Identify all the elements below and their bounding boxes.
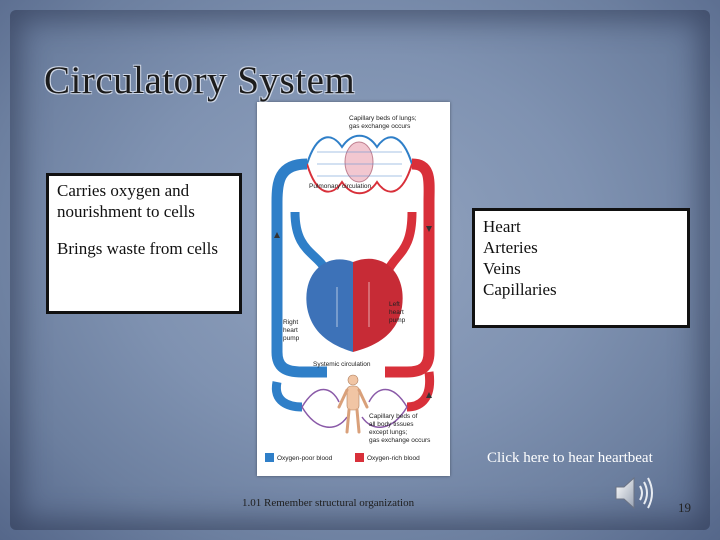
function-line-oxygen: Carries oxygen and nourishment to cells: [57, 181, 195, 221]
diagram-label-left-pump-2: heart: [389, 309, 404, 316]
pulmonary-artery-path: [271, 158, 308, 352]
diagram-label-pulmonary: Pulmonary circulation: [309, 183, 372, 190]
diagram-label-body-capillary-1: Capillary beds of: [369, 413, 418, 420]
components-text-box: Heart Arteries Veins Capillaries: [472, 208, 690, 328]
diagram-label-right-pump-2: heart: [283, 327, 298, 334]
diagram-label-right-pump-3: pump: [283, 335, 300, 342]
heart-illustration: [306, 258, 403, 352]
legend-oxygen-rich: Oxygen-rich blood: [367, 455, 420, 462]
legend-oxygen-poor: Oxygen-poor blood: [277, 455, 333, 462]
component-item: Heart: [483, 217, 521, 236]
diagram-label-lung-capillary-1: Capillary beds of lungs;: [349, 115, 417, 122]
function-text-box: Carries oxygen and nourishment to cells …: [46, 173, 242, 314]
circulation-diagram: Capillary beds of lungs; gas exchange oc…: [257, 102, 450, 476]
vena-cava-path: [271, 351, 327, 378]
diagram-label-right-pump-1: Right: [283, 319, 298, 326]
lung-capillary-bed: [306, 134, 413, 195]
component-item: Capillaries: [483, 280, 557, 299]
diagram-label-left-pump-3: pump: [389, 317, 406, 324]
function-line-waste: Brings waste from cells: [57, 239, 218, 258]
aorta-path: [385, 342, 435, 378]
legend-swatch-oxygen-rich: [355, 453, 364, 462]
circulation-diagram-svg: Capillary beds of lungs; gas exchange oc…: [265, 115, 435, 462]
diagram-label-body-capillary-3: except lungs;: [369, 429, 407, 436]
speaker-icon[interactable]: [612, 473, 658, 513]
diagram-label-body-capillary-4: gas exchange occurs: [369, 437, 431, 444]
diagram-label-lung-capillary-2: gas exchange occurs: [349, 123, 411, 130]
diagram-label-left-pump-1: Left: [389, 301, 400, 308]
legend-swatch-oxygen-poor: [265, 453, 274, 462]
diagram-label-systemic: Systemic circulation: [313, 361, 371, 368]
body-capillary-bed: [301, 374, 408, 434]
page-number: 19: [678, 500, 691, 515]
footer-text: 1.01 Remember structural organization: [242, 497, 415, 509]
slide-title: Circulatory System: [44, 59, 356, 102]
diagram-label-body-capillary-2: all body tissues: [369, 421, 414, 428]
heartbeat-link[interactable]: Click here to hear heartbeat: [487, 450, 653, 466]
component-item: Veins: [483, 259, 521, 278]
component-item: Arteries: [483, 238, 538, 257]
pulmonary-vein-path: [411, 158, 435, 342]
